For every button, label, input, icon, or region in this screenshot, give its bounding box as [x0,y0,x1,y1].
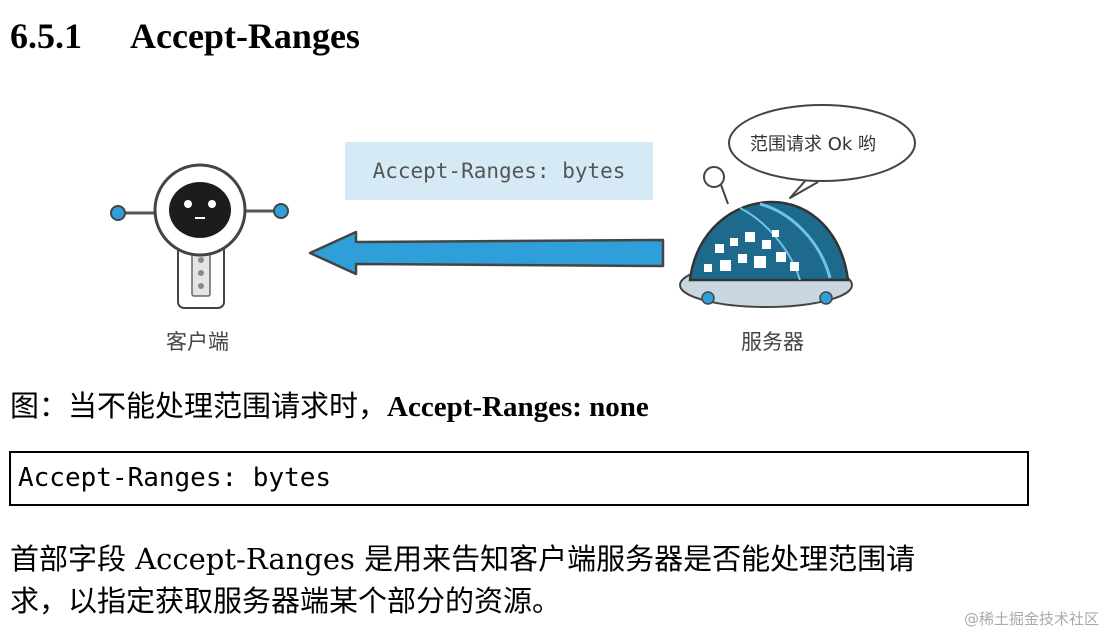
speech-bubble [728,104,916,199]
figure-illustration [110,104,916,309]
accept-ranges-figure: Accept-Ranges: bytes 范围请求 Ok 哟 客户端 服务器 [100,90,940,360]
client-robot-icon [110,163,289,309]
body-paragraph: 首部字段 Accept-Ranges 是用来告知客户端服务器是否能处理范围请 求… [10,538,1050,622]
client-label: 客户端 [166,330,229,354]
speech-bubble-text: 范围请求 Ok 哟 [750,134,877,155]
code-text: Accept-Ranges: bytes [18,463,332,493]
server-label: 服务器 [741,330,804,354]
paragraph-line-1: 首部字段 Accept-Ranges 是用来告知客户端服务器是否能处理范围请 [10,542,916,576]
section-title: Accept-Ranges [130,16,360,56]
paragraph-line-2: 求，以指定获取服务器端某个部分的资源。 [10,584,562,618]
section-number: 6.5.1 [10,16,82,56]
caption-bold: Accept-Ranges: none [387,391,649,423]
response-arrow [308,230,665,276]
code-block: Accept-Ranges: bytes [9,451,1029,506]
server-robot-icon [679,166,853,308]
section-heading: 6.5.1 Accept-Ranges [10,14,360,58]
watermark: @稀土掘金技术社区 [963,610,1099,628]
caption-prefix: 图：当不能处理范围请求时， [10,389,388,423]
accept-ranges-header-label: Accept-Ranges: bytes [345,142,653,200]
figure-caption: 图：当不能处理范围请求时，Accept-Ranges: none [10,386,649,427]
